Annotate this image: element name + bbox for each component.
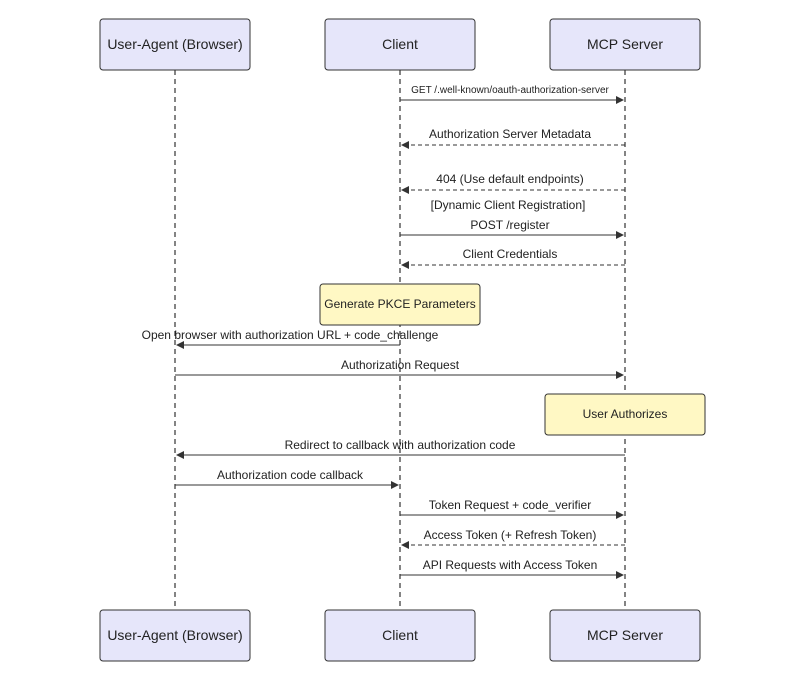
message-auth-server-metadata: Authorization Server Metadata [401, 127, 625, 149]
participant-label: Client [382, 627, 418, 643]
note-generate-pkce: Generate PKCE Parameters [319, 283, 481, 326]
message-label: POST /register [470, 218, 549, 232]
message-404-default-endpoints: 404 (Use default endpoints) [401, 172, 625, 194]
message-post-register: POST /register [400, 218, 624, 239]
participant-label: MCP Server [587, 36, 663, 52]
message-redirect-callback: Redirect to callback with authorization … [176, 438, 625, 459]
message-label: 404 (Use default endpoints) [436, 172, 583, 186]
participant-label: User-Agent (Browser) [107, 36, 242, 52]
message-authorization-request: Authorization Request [175, 358, 624, 379]
message-get-well-known: GET /.well-known/oauth-authorization-ser… [400, 85, 624, 104]
participant-mcp-server-top: MCP Server [549, 18, 701, 71]
participant-client-bottom: Client [324, 609, 476, 662]
participant-user-agent-bottom: User-Agent (Browser) [99, 609, 251, 662]
participant-client-top: Client [324, 18, 476, 71]
message-authorization-code-callback: Authorization code callback [175, 468, 399, 489]
message-label: API Requests with Access Token [423, 558, 598, 572]
participant-user-agent-top: User-Agent (Browser) [99, 18, 251, 71]
message-label: Authorization Request [341, 358, 460, 372]
participant-label: MCP Server [587, 627, 663, 643]
message-label: Client Credentials [463, 247, 558, 261]
note-label: User Authorizes [583, 407, 668, 421]
message-access-token: Access Token (+ Refresh Token) [401, 528, 625, 549]
message-token-request: Token Request + code_verifier [400, 498, 624, 519]
message-label: Open browser with authorization URL + co… [142, 328, 439, 342]
participant-label: User-Agent (Browser) [107, 627, 242, 643]
participant-label: Client [382, 36, 418, 52]
note-label: Generate PKCE Parameters [324, 297, 475, 311]
participant-mcp-server-bottom: MCP Server [549, 609, 701, 662]
message-label: Authorization code callback [217, 468, 364, 482]
message-api-requests: API Requests with Access Token [400, 558, 624, 579]
dynamic-client-registration-label: [Dynamic Client Registration] [431, 198, 586, 212]
message-label: Authorization Server Metadata [429, 127, 591, 141]
message-label: GET /.well-known/oauth-authorization-ser… [411, 85, 609, 96]
note-user-authorizes: User Authorizes [544, 393, 706, 436]
message-label: Redirect to callback with authorization … [285, 438, 516, 452]
message-client-credentials: Client Credentials [401, 247, 625, 269]
message-open-browser: Open browser with authorization URL + co… [142, 328, 439, 349]
message-label: Token Request + code_verifier [429, 498, 591, 512]
message-label: Access Token (+ Refresh Token) [424, 528, 597, 542]
